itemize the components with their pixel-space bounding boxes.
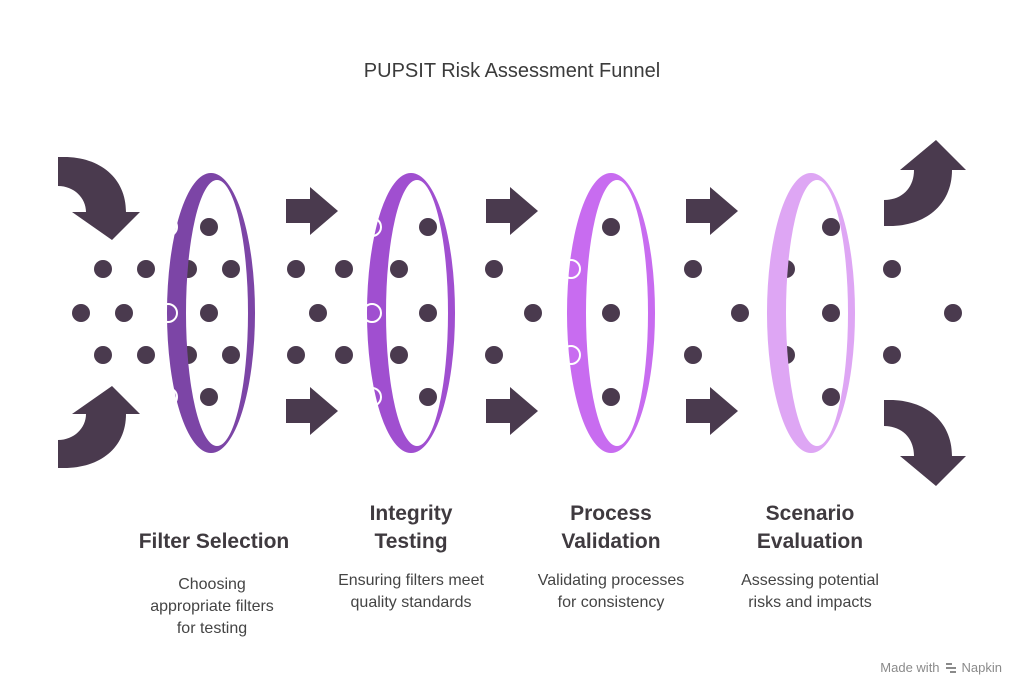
particle-dot xyxy=(390,346,408,364)
particle-dot xyxy=(883,346,901,364)
particle-dot xyxy=(684,346,702,364)
particle-dot xyxy=(602,304,620,322)
particle-dot xyxy=(684,260,702,278)
inflow-curved-arrow-bottom xyxy=(58,386,140,468)
filtered-particle-outline xyxy=(158,217,178,237)
particle-dot xyxy=(115,304,133,322)
particle-dot xyxy=(200,388,218,406)
made-with-label: Made with xyxy=(880,660,940,675)
particle-dot xyxy=(335,260,353,278)
particle-dot xyxy=(419,304,437,322)
napkin-logo-icon xyxy=(945,662,956,673)
napkin-brand: Napkin xyxy=(961,660,1002,675)
particle-dot xyxy=(200,218,218,236)
particle-dot xyxy=(390,260,408,278)
filter-ring-2 xyxy=(366,172,456,454)
filtered-particle-outline xyxy=(362,217,382,237)
chevron-arrow-1-bottom xyxy=(286,387,338,435)
chevron-arrow-2-top xyxy=(486,187,538,235)
chevron-arrow-1-top xyxy=(286,187,338,235)
particle-dot xyxy=(222,260,240,278)
outflow-curved-arrow-top xyxy=(884,140,966,226)
particle-dot xyxy=(602,388,620,406)
filtered-particle-outline xyxy=(362,303,382,323)
particle-dot xyxy=(944,304,962,322)
filtered-particle-outline xyxy=(561,345,581,365)
particle-dot xyxy=(222,346,240,364)
particle-dot xyxy=(287,260,305,278)
particle-dot xyxy=(822,388,840,406)
dots-behind-rings xyxy=(72,218,962,406)
diagram-title: PUPSIT Risk Assessment Funnel xyxy=(363,60,661,82)
particle-dot xyxy=(200,304,218,322)
dots-in-front-of-rings xyxy=(158,217,581,407)
particle-dot xyxy=(419,218,437,236)
filtered-particle-outline xyxy=(561,259,581,279)
particle-dot xyxy=(419,388,437,406)
filtered-particle-outline xyxy=(362,387,382,407)
particle-dot xyxy=(287,346,305,364)
outflow-curved-arrow-bottom xyxy=(884,400,966,486)
filtered-particle-outline xyxy=(158,303,178,323)
particle-dot xyxy=(524,304,542,322)
particle-dot xyxy=(822,218,840,236)
particle-dot xyxy=(94,260,112,278)
particle-dot xyxy=(137,346,155,364)
chevron-arrows xyxy=(286,187,738,435)
filter-ring-4 xyxy=(766,172,856,454)
filter-rings xyxy=(166,172,856,454)
particle-dot xyxy=(137,260,155,278)
particle-dot xyxy=(822,304,840,322)
particle-dot xyxy=(602,218,620,236)
stage-1-title: Filter Selection xyxy=(138,530,290,553)
chevron-arrow-3-bottom xyxy=(686,387,738,435)
filtered-particle-outline xyxy=(158,387,178,407)
particle-dot xyxy=(731,304,749,322)
particle-dot xyxy=(309,304,327,322)
particle-dot xyxy=(335,346,353,364)
particle-dot xyxy=(94,346,112,364)
particle-dot xyxy=(883,260,901,278)
chevron-arrow-3-top xyxy=(686,187,738,235)
footer-credit[interactable]: Made with Napkin xyxy=(880,660,1002,675)
particle-dot xyxy=(485,260,503,278)
particle-dot xyxy=(485,346,503,364)
filter-ring-3 xyxy=(566,172,656,454)
filter-ring-1 xyxy=(166,172,256,454)
chevron-arrow-2-bottom xyxy=(486,387,538,435)
particle-dot xyxy=(72,304,90,322)
inflow-curved-arrow-top xyxy=(58,157,140,240)
